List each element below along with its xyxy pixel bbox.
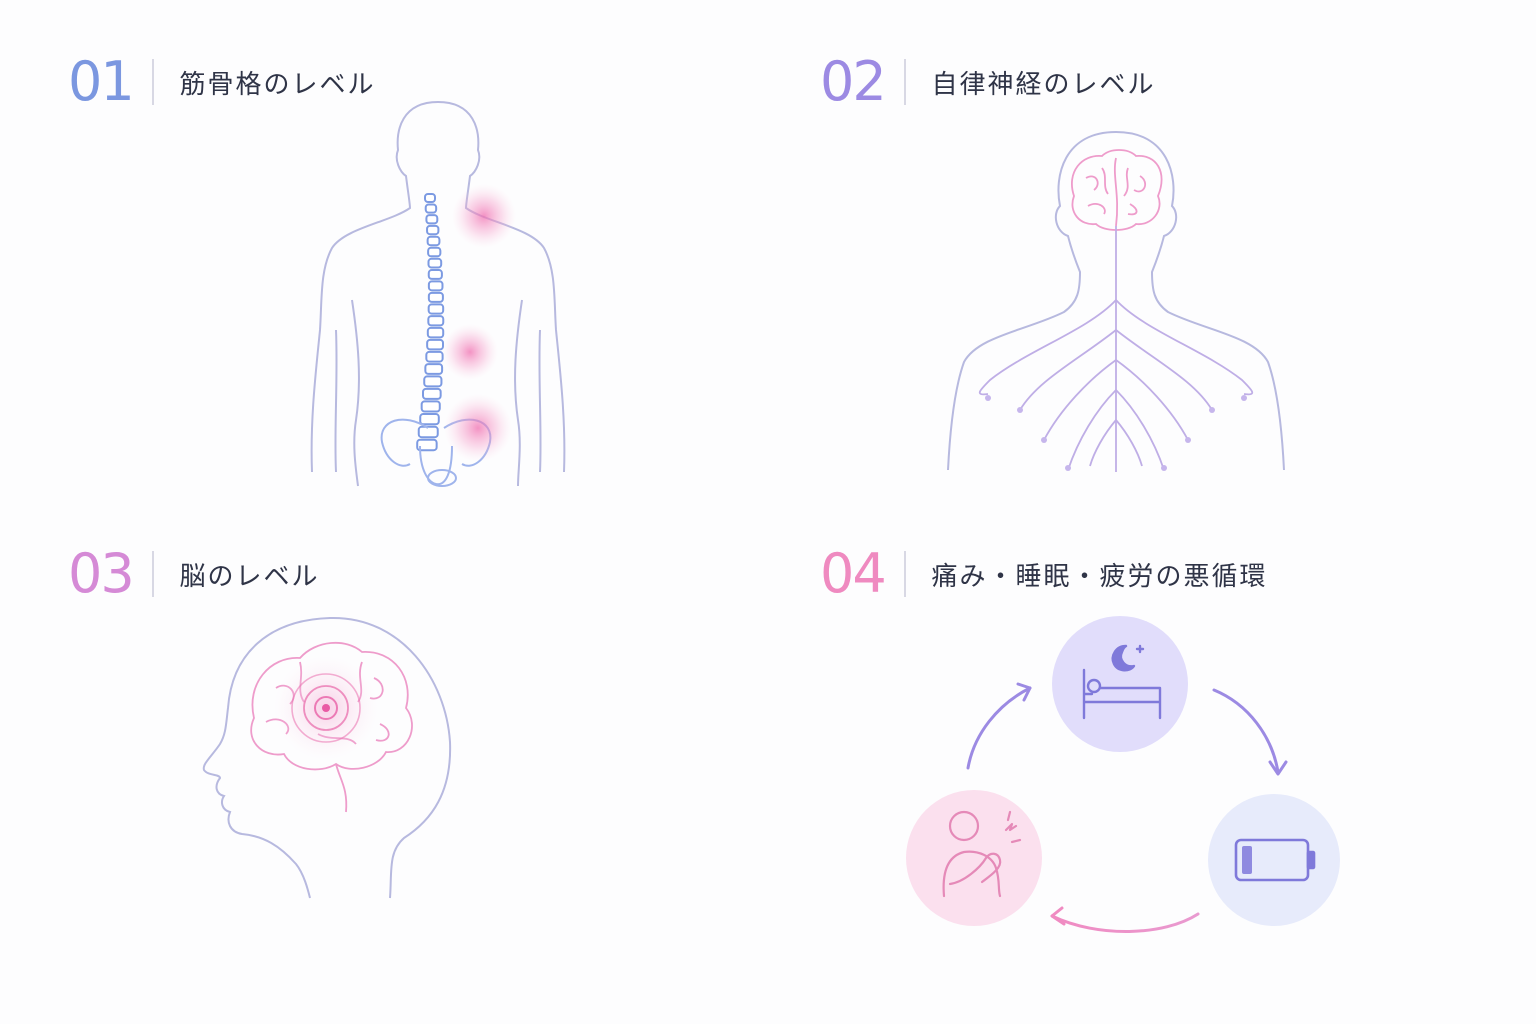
pain-node	[906, 790, 1042, 926]
pain-spot-neck	[452, 184, 516, 248]
nerve-network	[978, 226, 1254, 472]
nerve-endings	[985, 395, 1247, 471]
vertebra	[416, 438, 438, 452]
pain-spot-back	[442, 324, 498, 380]
panel-number: 03	[68, 542, 135, 605]
sleep-node	[1052, 616, 1188, 752]
cycle-arrows	[966, 682, 1288, 934]
sleep-bed-icon	[1082, 644, 1162, 720]
vertebra	[426, 235, 441, 247]
vertebra	[426, 224, 440, 236]
panel-number: 02	[820, 50, 887, 113]
focus-rings	[291, 673, 361, 743]
vertebra	[424, 193, 436, 203]
vertebra	[427, 257, 443, 269]
spine-vertebrae	[416, 193, 445, 452]
header-divider	[152, 551, 154, 597]
header-divider	[152, 59, 154, 105]
vertebra	[427, 246, 442, 258]
panel-header: 04 痛み・睡眠・疲労の悪循環	[820, 544, 1268, 604]
header-divider	[904, 59, 906, 105]
nervous-system-illustration	[947, 131, 1285, 472]
panel-header: 03 脳のレベル	[68, 544, 320, 604]
panel-header: 02 自律神経のレベル	[820, 52, 1156, 112]
panel-number: 04	[820, 542, 887, 605]
body-outline	[947, 131, 1285, 471]
vertebra	[427, 280, 444, 292]
vertebra	[417, 425, 439, 439]
panel-title: 脳のレベル	[179, 561, 320, 592]
vertebra	[420, 400, 441, 413]
vertebra	[427, 315, 445, 327]
cycle-diagram	[906, 616, 1340, 934]
vertebra	[424, 203, 438, 214]
panel-brain: 03 脳のレベル	[0, 512, 768, 1024]
panel-title: 自律神経のレベル	[931, 69, 1156, 100]
spine-body-illustration	[310, 101, 566, 487]
shoulder-pain-icon	[942, 810, 1022, 898]
panel-title: 筋骨格のレベル	[179, 69, 376, 100]
brain	[1071, 149, 1163, 231]
panel-header: 01 筋骨格のレベル	[68, 52, 376, 112]
focus-center	[322, 704, 330, 712]
vertebra	[427, 303, 445, 315]
vertebra	[426, 326, 445, 339]
vertebra	[427, 269, 443, 280]
panel-number: 01	[68, 50, 135, 113]
vertebra	[425, 214, 439, 225]
vertebra	[422, 387, 442, 400]
vertebra	[425, 350, 444, 363]
panel-musculoskeletal: 01 筋骨格のレベル	[0, 0, 768, 512]
vertebra	[424, 363, 444, 375]
panel-title: 痛み・睡眠・疲労の悪循環	[931, 561, 1268, 592]
low-battery-icon	[1234, 838, 1316, 882]
vertebra	[427, 291, 444, 303]
pain-spot-hip	[444, 394, 512, 462]
panel-autonomic-nervous: 02 自律神経のレベル	[768, 0, 1536, 512]
vertebra	[423, 375, 443, 388]
vertebra	[426, 338, 444, 351]
header-divider	[904, 551, 906, 597]
vertebra	[419, 413, 440, 426]
panel-vicious-cycle: 04 痛み・睡眠・疲労の悪循環	[768, 512, 1536, 1024]
head-profile	[202, 616, 452, 899]
head-brain-illustration	[202, 616, 452, 899]
body-outline	[310, 101, 439, 473]
fatigue-node	[1208, 794, 1340, 926]
